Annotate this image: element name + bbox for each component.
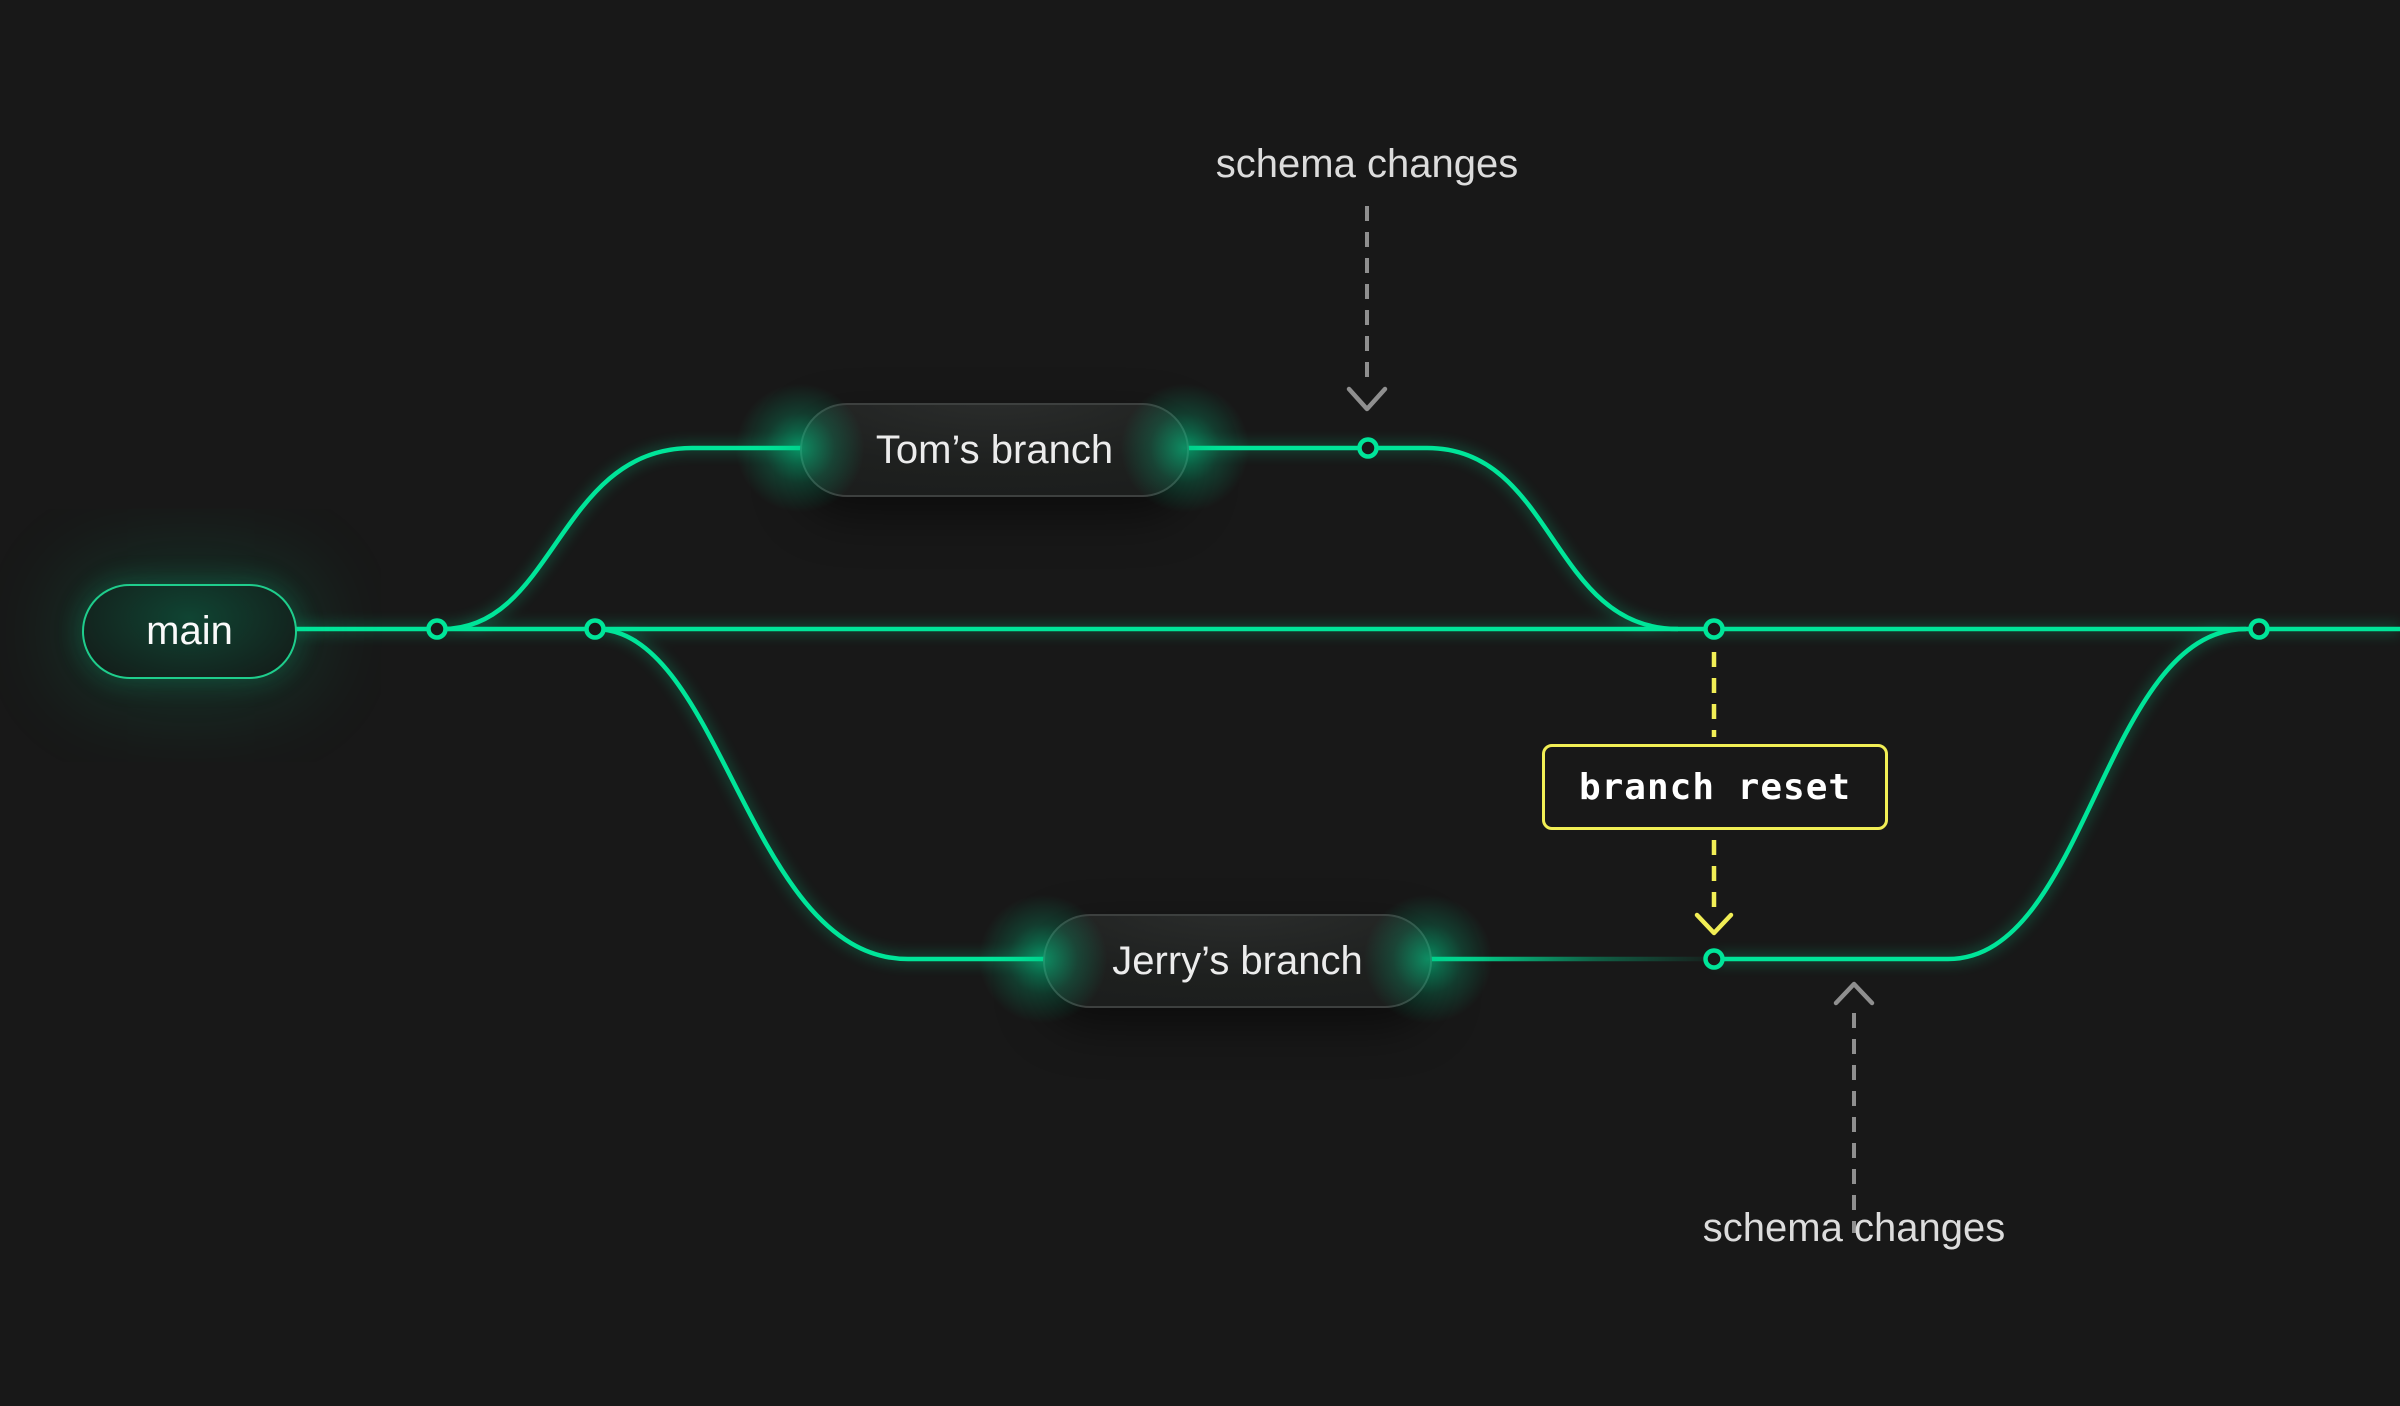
commit-node bbox=[1703, 618, 1725, 640]
commit-node bbox=[2248, 618, 2270, 640]
arrow-up-icon bbox=[1833, 981, 1875, 1006]
branch-reset-label: branch reset bbox=[1578, 766, 1852, 808]
branch-reset-arrow bbox=[1694, 652, 1734, 936]
commit-node bbox=[426, 618, 448, 640]
arrow-down-icon bbox=[1694, 912, 1734, 936]
branch-reset-badge: branch reset bbox=[1542, 744, 1888, 830]
schema-changes-note-bottom: schema changes bbox=[1702, 1206, 2006, 1250]
arrow-down-icon bbox=[1346, 386, 1388, 412]
schema-changes-note-top: schema changes bbox=[1215, 142, 1519, 186]
commit-nodes bbox=[426, 437, 2270, 970]
tom-branch-pill: Tom’s branch bbox=[800, 403, 1189, 497]
jerry-branch-merge-line bbox=[1714, 626, 2247, 962]
commit-node bbox=[1703, 948, 1725, 970]
schema-changes-arrow-top bbox=[1346, 206, 1388, 412]
jerry-branch-line bbox=[594, 626, 1430, 962]
jerry-branch-label: Jerry’s branch bbox=[1112, 938, 1363, 983]
jerry-branch-pill: Jerry’s branch bbox=[1043, 914, 1432, 1008]
wire-glow-layer bbox=[293, 444, 2400, 963]
commit-node bbox=[1357, 437, 1379, 459]
main-branch-label: main bbox=[146, 609, 233, 653]
schema-changes-arrow-bottom bbox=[1833, 981, 1875, 1233]
commit-node bbox=[584, 618, 606, 640]
tom-branch-label: Tom’s branch bbox=[875, 427, 1114, 472]
main-branch-pill: main bbox=[82, 584, 297, 679]
